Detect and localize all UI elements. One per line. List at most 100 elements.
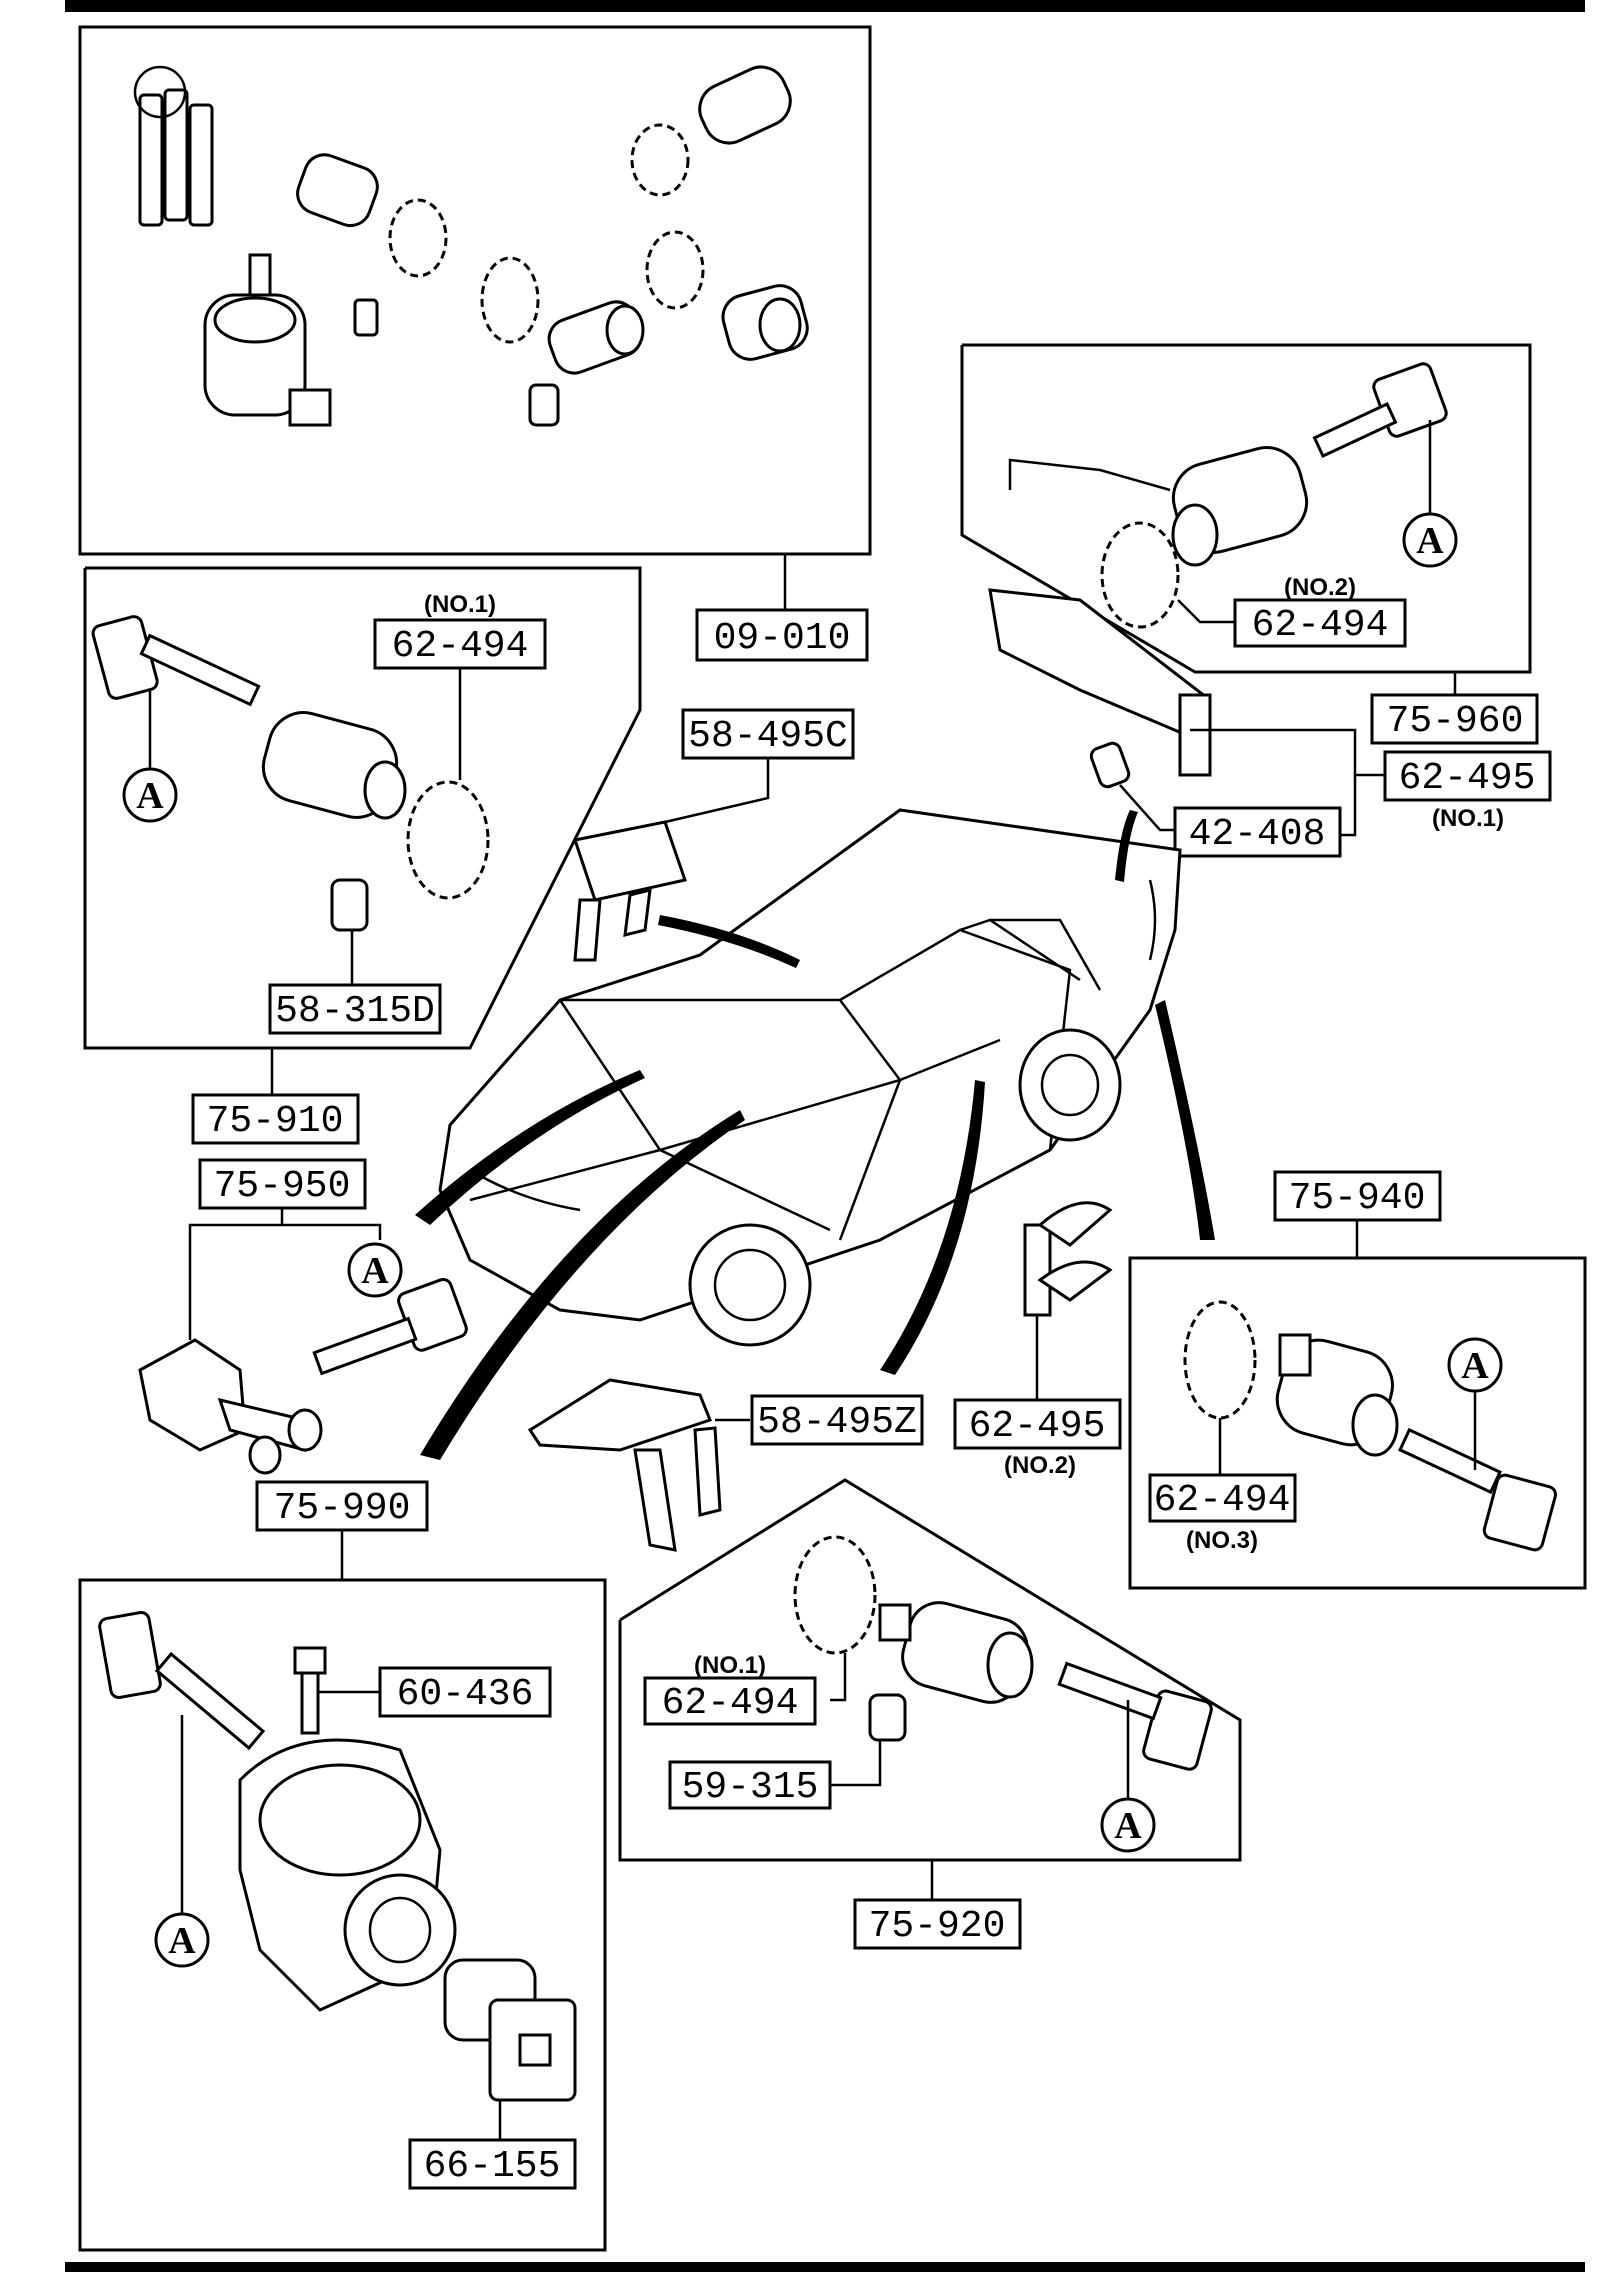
label-62-494-no1-top: 62-494 <box>392 625 529 668</box>
pointer-rear <box>1155 1000 1215 1240</box>
kit-cylinder-1 <box>296 153 448 278</box>
pointer-ignition <box>420 1110 745 1460</box>
latch-62-495-no2 <box>1023 1201 1113 1317</box>
gasket-62-494-no2 <box>1100 521 1180 629</box>
label-box-75-960 <box>1370 693 1539 745</box>
label-66-155: 66-155 <box>424 2145 561 2188</box>
label-box-58-495c <box>681 708 855 760</box>
gasket-62-494-no1-top <box>406 780 490 900</box>
label-62-494-no2: 62-494 <box>1252 604 1389 647</box>
key-75-950 <box>312 1277 468 1376</box>
sub-no2-top: (NO.2) <box>1284 574 1356 601</box>
key-left-upper <box>91 615 261 707</box>
bracket-58-495z <box>527 1378 722 1552</box>
label-box-58-315d <box>268 983 442 1035</box>
cylinder-75-920 <box>878 1601 1034 1704</box>
label-42-408: 42-408 <box>1189 813 1326 856</box>
label-box-62-494-no3 <box>1148 1473 1297 1523</box>
label-box-75-910 <box>191 1093 360 1145</box>
label-75-950: 75-950 <box>214 1165 351 1208</box>
bolt-60-436 <box>293 1646 327 1675</box>
group-75-940: A 62-494 (NO.3) <box>1128 1256 1587 1590</box>
label-75-940: 75-940 <box>1289 1177 1426 1220</box>
label-box-66-155 <box>408 2138 577 2190</box>
label-box-75-940 <box>1273 1170 1442 1222</box>
key-75-940 <box>1398 1427 1557 1552</box>
kit-keys <box>133 65 214 227</box>
group-75-920: A (NO.1) 62-494 59-315 <box>618 1478 1242 1862</box>
marker-a-75-960-text: A <box>1416 520 1444 562</box>
cylinder-75-960 <box>1171 446 1309 567</box>
label-58-495c: 58-495C <box>688 715 848 758</box>
label-box-62-495-no2 <box>953 1398 1122 1450</box>
group-75-910-outline <box>83 566 642 1050</box>
label-box-60-436 <box>378 1666 552 1718</box>
pointer-door <box>880 1080 985 1375</box>
label-box-62-494-no2 <box>1233 598 1407 648</box>
label-box-62-495-no1 <box>1383 750 1552 802</box>
steering-lock-body <box>238 1738 457 2012</box>
group-75-960-outline <box>960 343 1532 674</box>
label-box-75-950 <box>198 1158 367 1210</box>
clip-59-315 <box>868 1693 907 1742</box>
label-75-910: 75-910 <box>207 1100 344 1143</box>
marker-a-75-950-text: A <box>361 1250 389 1292</box>
sub-no1-right: (NO.1) <box>1432 805 1504 832</box>
label-box-58-495z <box>750 1394 924 1446</box>
label-box-09-010 <box>695 608 869 662</box>
label-75-990: 75-990 <box>274 1487 411 1530</box>
label-box-59-315 <box>668 1760 832 1810</box>
label-58-495z: 58-495Z <box>757 1401 917 1444</box>
group-75-910: A (NO.1) 62-494 58-315D <box>83 566 642 1050</box>
marker-a-75-910-text: A <box>136 775 164 817</box>
label-75-960: 75-960 <box>1387 700 1524 743</box>
group-75-920-outline <box>618 1478 1242 1862</box>
label-58-315d: 58-315D <box>275 990 435 1033</box>
pointer-bracket <box>658 915 800 968</box>
marker-a-75-920 <box>1100 1797 1156 1853</box>
kit-ignition <box>203 253 560 427</box>
label-09-010: 09-010 <box>714 617 851 660</box>
marker-a-75-990 <box>154 1912 210 1968</box>
label-62-495-no2: 62-495 <box>969 1405 1106 1448</box>
marker-a-75-920-text: A <box>1114 1805 1142 1847</box>
marker-a-75-940 <box>1447 1337 1503 1393</box>
top-rule <box>65 0 1585 12</box>
part-42-408 <box>1089 741 1131 789</box>
kit-cylinder-4 <box>645 230 809 361</box>
marker-a-75-990-text: A <box>168 1920 196 1962</box>
label-59-315: 59-315 <box>682 1766 819 1809</box>
label-box-62-494-no1-top <box>373 618 547 670</box>
label-box-42-408 <box>1173 806 1342 858</box>
cylinder-75-910 <box>261 711 407 820</box>
car-front-wheel <box>688 1223 812 1347</box>
sub-no3: (NO.3) <box>1186 1527 1258 1554</box>
switch-66-155 <box>443 1958 577 2102</box>
latch-62-495-no1 <box>988 588 1212 777</box>
marker-a-75-950 <box>347 1242 403 1298</box>
sub-no2-mid: (NO.2) <box>1004 1452 1076 1479</box>
sub-no1-top: (NO.1) <box>424 591 496 618</box>
label-62-494-no3: 62-494 <box>1154 1479 1291 1522</box>
label-62-495-no1: 62-495 <box>1399 757 1536 800</box>
label-box-75-920 <box>853 1898 1022 1950</box>
key-75-920 <box>1057 1661 1213 1771</box>
group-75-990: A 60-436 66-155 <box>78 1578 607 2252</box>
label-75-920: 75-920 <box>869 1905 1006 1948</box>
bottom-rule <box>65 2262 1585 2272</box>
kit-cylinder-3 <box>480 256 645 375</box>
marker-a-75-960 <box>1402 512 1458 568</box>
label-62-494-no1-bottom: 62-494 <box>662 1682 799 1725</box>
key-75-990 <box>98 1611 266 1751</box>
sub-no1-bottom: (NO.1) <box>694 1652 766 1679</box>
kit-09-010-group <box>78 25 872 556</box>
clip-58-315d <box>330 878 369 932</box>
group-75-990-outline <box>78 1578 607 2252</box>
gasket-62-494-no1-bottom <box>793 1535 877 1655</box>
key-right-upper <box>1312 362 1448 458</box>
kit-box <box>78 25 872 556</box>
car-illustration <box>438 808 1182 1347</box>
group-75-940-outline <box>1128 1256 1587 1590</box>
marker-a-75-910 <box>122 767 178 823</box>
